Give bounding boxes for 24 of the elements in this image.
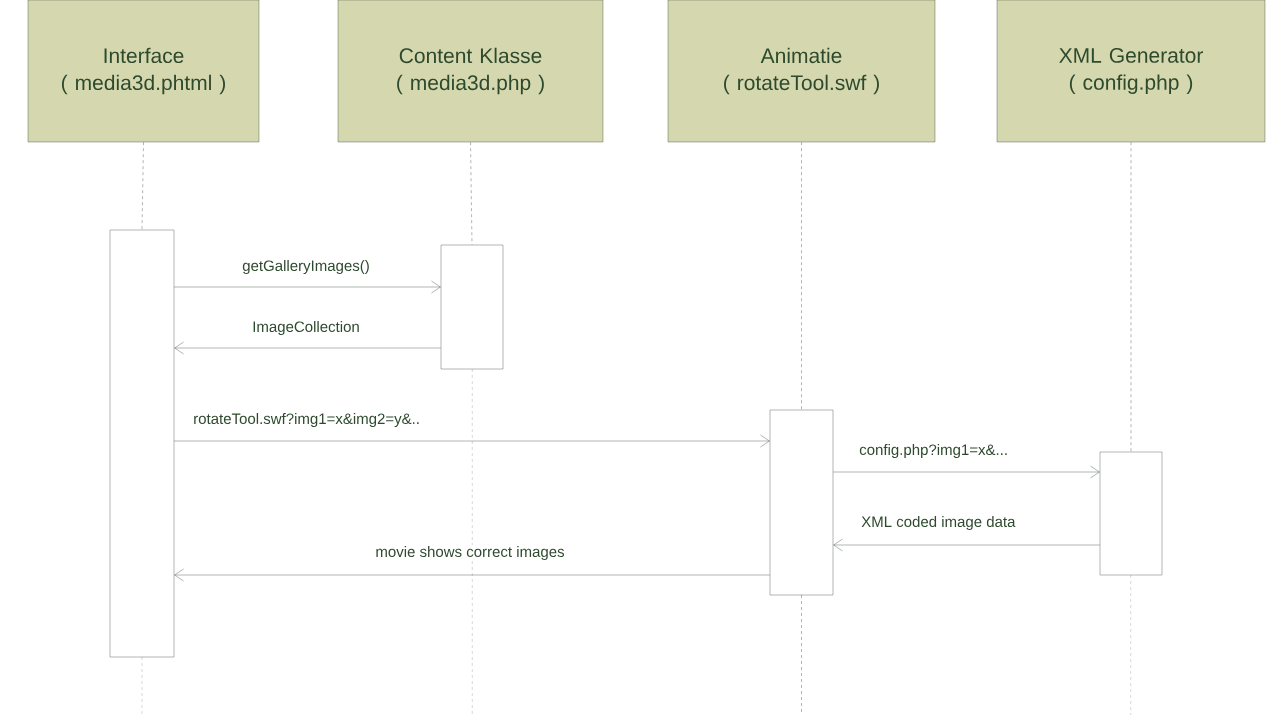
message-label: rotateTool.swf?img1=x&img2=y&.. bbox=[192, 412, 421, 428]
message-label: ImageCollection bbox=[251, 320, 361, 336]
lifeline-header-box: Animatie ( rotateTool.swf ) bbox=[667, 0, 936, 143]
lifeline-header-box: Content Klasse ( media3d.php ) bbox=[337, 0, 604, 143]
message-arrow bbox=[833, 538, 1100, 552]
message-arrow bbox=[174, 280, 441, 294]
activation-bar bbox=[1099, 451, 1163, 576]
lifeline-header-box: Interface ( media3d.phtml ) bbox=[27, 0, 260, 143]
activation-bar bbox=[769, 409, 834, 596]
message-arrow bbox=[174, 341, 441, 355]
lifeline-header-box: XML Generator ( config.php ) bbox=[996, 0, 1266, 143]
lifeline bbox=[470, 142, 473, 245]
message-label: XML coded image data bbox=[860, 515, 1017, 531]
message-label: movie shows correct images bbox=[374, 545, 566, 561]
activation-bar bbox=[440, 244, 504, 370]
lifeline bbox=[141, 142, 144, 230]
message-arrow bbox=[174, 568, 770, 582]
message-label: config.php?img1=x&... bbox=[858, 443, 1010, 459]
lifeline bbox=[801, 142, 802, 410]
message-arrow bbox=[833, 465, 1100, 479]
lifeline bbox=[1130, 142, 1132, 452]
message-arrow bbox=[174, 434, 770, 448]
activation-bar bbox=[109, 229, 175, 658]
message-label: getGalleryImages() bbox=[241, 259, 371, 275]
